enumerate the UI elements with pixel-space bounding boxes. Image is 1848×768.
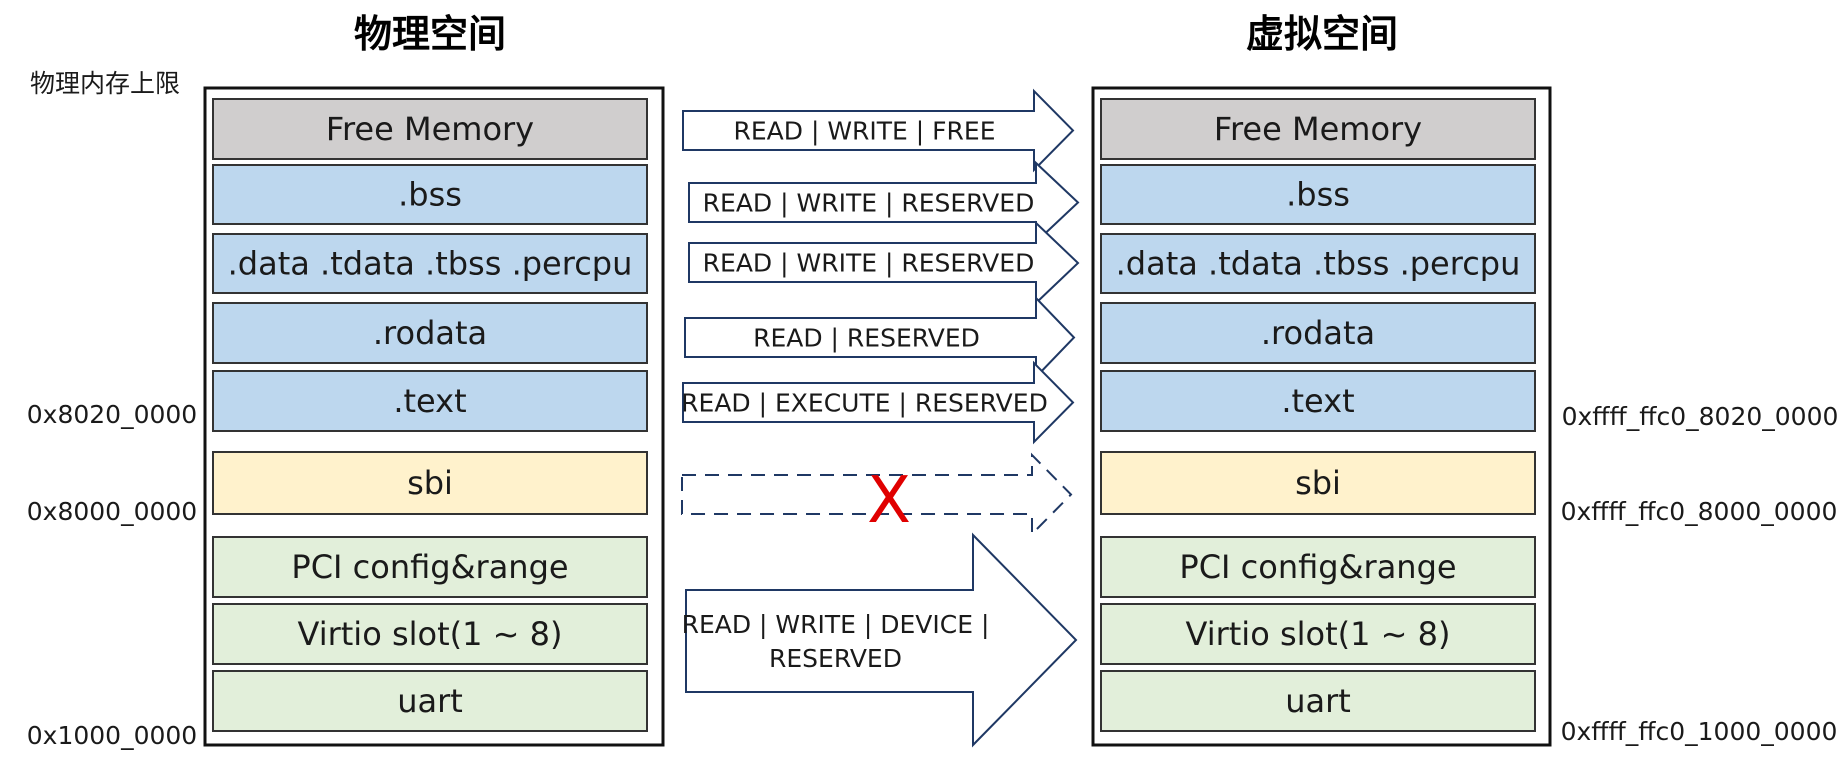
virtual-segment-label: Virtio slot(1 ~ 8) — [1186, 615, 1451, 653]
physical-segment-label: Free Memory — [326, 110, 534, 148]
mapping-permission-label: READ | EXECUTE | RESERVED — [681, 389, 1048, 418]
virtual-segments: Free Memory .bss .data .tdata .tbss .percp… — [1100, 98, 1536, 732]
mapping-permission-label: READ | WRITE | FREE — [733, 117, 995, 146]
mapping-arrow — [682, 88, 1075, 173]
mapping-arrow — [688, 220, 1080, 306]
physical-memory-upper-limit-label: 物理内存上限 — [30, 69, 180, 98]
mapping-arrow — [685, 532, 1078, 748]
physical-segment-label: PCI config&range — [291, 548, 568, 586]
physical-segment-label: .data .tdata .tbss .percpu — [228, 245, 633, 283]
virtual-segment-label: .rodata — [1261, 314, 1375, 352]
physical-segment-label: .text — [393, 382, 466, 420]
physical-segment-4 — [212, 302, 648, 364]
virtual-space-title: 虚拟空间 — [1246, 12, 1398, 56]
mapping-arrows: READ | WRITE | FREE READ | WRITE | RESERV… — [681, 88, 1080, 748]
physical-segment-7 — [212, 536, 648, 598]
virtual-segment-label: Free Memory — [1214, 110, 1422, 148]
virtual-segment-5 — [1100, 370, 1536, 432]
virtual-addr-sbi-start: 0xffff_ffc0_8000_0000 — [1561, 497, 1838, 526]
physical-segment-8 — [212, 603, 648, 665]
physical-segment-3 — [212, 233, 648, 294]
physical-addr-sbi-start: 0x8000_0000 — [27, 497, 197, 526]
mapping-arrow — [688, 160, 1080, 245]
physical-segments: Free Memory .bss .data .tdata .tbss .percp… — [212, 98, 648, 732]
physical-segment-5 — [212, 370, 648, 432]
virtual-segment-label: uart — [1285, 682, 1351, 720]
physical-segment-label: .bss — [398, 176, 462, 214]
virtual-addr-text-start: 0xffff_ffc0_8020_0000 — [1562, 402, 1839, 431]
physical-segment-label: uart — [397, 682, 463, 720]
physical-segment-6 — [212, 451, 648, 515]
physical-segment-1 — [212, 98, 648, 160]
virtual-segment-3 — [1100, 233, 1536, 294]
physical-space-box — [203, 86, 665, 747]
virtual-segment-label: PCI config&range — [1179, 548, 1456, 586]
virtual-segment-label: sbi — [1295, 464, 1341, 502]
mapping-permission-label: RESERVED — [769, 644, 902, 673]
virtual-segment-label: .data .tdata .tbss .percpu — [1116, 245, 1521, 283]
virtual-segment-2 — [1100, 164, 1536, 225]
physical-segment-label: Virtio slot(1 ~ 8) — [298, 615, 563, 653]
virtual-segment-6 — [1100, 451, 1536, 515]
physical-space-title: 物理空间 — [354, 12, 506, 56]
virtual-segment-4 — [1100, 302, 1536, 364]
physical-addr-text-start: 0x8020_0000 — [27, 400, 197, 429]
unmapped-arrow — [681, 452, 1073, 537]
virtual-segment-label: .text — [1281, 382, 1354, 420]
virtual-segment-7 — [1100, 536, 1536, 598]
physical-segment-9 — [212, 670, 648, 732]
mapping-permission-label: READ | WRITE | DEVICE | — [682, 610, 990, 639]
physical-segment-label: sbi — [407, 464, 453, 502]
mapping-permission-label: READ | WRITE | RESERVED — [703, 249, 1035, 278]
mapping-arrow — [684, 295, 1076, 380]
virtual-segment-1 — [1100, 98, 1536, 160]
physical-segment-2 — [212, 164, 648, 225]
physical-segment-label: .rodata — [373, 314, 487, 352]
mapping-permission-label: READ | WRITE | RESERVED — [703, 189, 1035, 218]
no-mapping-cross-mark: X — [867, 464, 911, 538]
mapping-permission-label: READ | RESERVED — [753, 324, 980, 353]
virtual-space-box — [1091, 86, 1552, 747]
physical-addr-bottom: 0x1000_0000 — [27, 721, 197, 750]
virtual-segment-8 — [1100, 603, 1536, 665]
virtual-segment-9 — [1100, 670, 1536, 732]
virtual-segment-label: .bss — [1286, 176, 1350, 214]
virtual-addr-bottom: 0xffff_ffc0_1000_0000 — [1561, 717, 1838, 746]
mapping-arrow — [682, 360, 1075, 445]
